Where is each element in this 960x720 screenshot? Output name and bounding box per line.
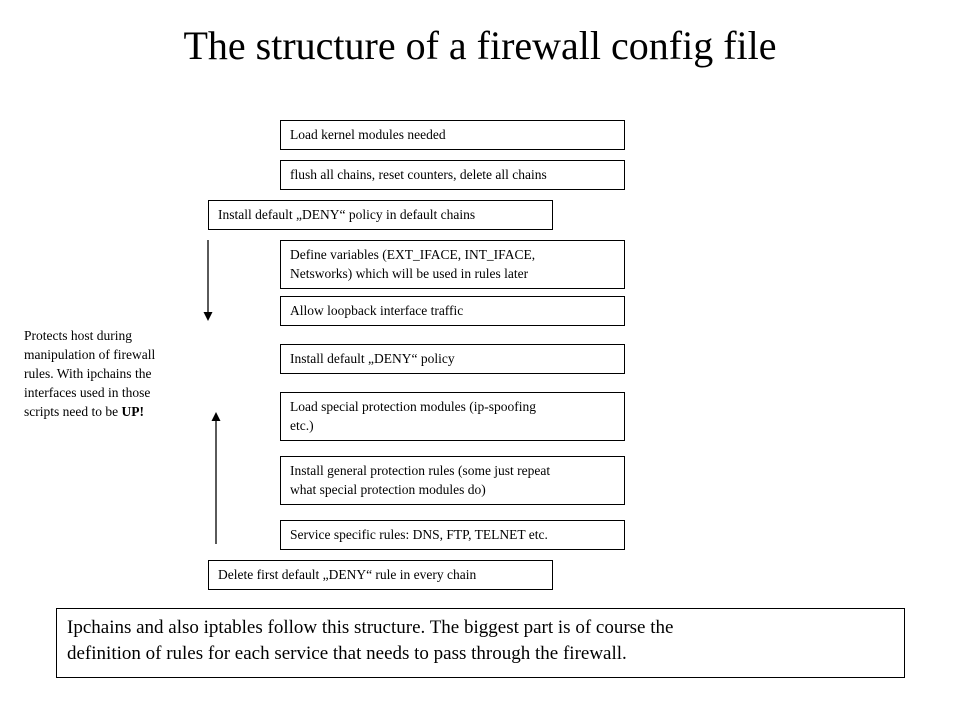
side-note-line: Protects host during <box>24 328 132 343</box>
step-allow-loopback: Allow loopback interface traffic <box>280 296 625 326</box>
step-label: flush all chains, reset counters, delete… <box>290 167 547 182</box>
step-install-default-deny-chains: Install default „DENY“ policy in default… <box>208 200 553 230</box>
summary-box: Ipchains and also iptables follow this s… <box>56 608 905 678</box>
step-define-variables: Define variables (EXT_IFACE, INT_IFACE, … <box>280 240 625 289</box>
side-note-line: scripts need to be UP! <box>24 402 199 421</box>
step-label-line2: Netsworks) which will be used in rules l… <box>290 266 529 281</box>
side-note: Protects host during manipulation of fir… <box>24 326 199 421</box>
step-flush-chains: flush all chains, reset counters, delete… <box>280 160 625 190</box>
summary-line1: Ipchains and also iptables follow this s… <box>67 617 674 638</box>
step-label: Install default „DENY“ policy <box>290 351 455 366</box>
page-title: The structure of a firewall config file <box>183 23 777 68</box>
side-note-text: scripts need to be <box>24 404 122 419</box>
side-note-line: rules. With ipchains the <box>24 366 152 381</box>
step-label-line1: Install general protection rules (some j… <box>290 463 551 478</box>
step-service-specific-rules: Service specific rules: DNS, FTP, TELNET… <box>280 520 625 550</box>
step-load-special-protection: Load special protection modules (ip-spoo… <box>280 392 625 441</box>
side-note-line: interfaces used in those <box>24 385 151 400</box>
summary-line2: definition of rules for each service tha… <box>67 643 627 664</box>
step-label-line2: what special protection modules do) <box>290 482 486 497</box>
side-note-line: manipulation of firewall <box>24 347 156 362</box>
step-label-line2: etc.) <box>290 418 314 433</box>
step-delete-default-deny: Delete first default „DENY“ rule in ever… <box>208 560 553 590</box>
step-label: Delete first default „DENY“ rule in ever… <box>218 567 477 582</box>
step-install-default-deny: Install default „DENY“ policy <box>280 344 625 374</box>
side-note-emphasis: UP! <box>121 404 144 419</box>
step-label: Allow loopback interface traffic <box>290 303 464 318</box>
step-load-kernel-modules: Load kernel modules needed <box>280 120 625 150</box>
up-arrow <box>211 412 221 544</box>
step-label-line1: Define variables (EXT_IFACE, INT_IFACE, <box>290 247 536 262</box>
step-label: Service specific rules: DNS, FTP, TELNET… <box>290 527 548 542</box>
down-arrow <box>203 240 213 321</box>
step-label: Install default „DENY“ policy in default… <box>218 207 476 222</box>
step-label: Load kernel modules needed <box>290 127 446 142</box>
step-general-protection-rules: Install general protection rules (some j… <box>280 456 625 505</box>
step-label-line1: Load special protection modules (ip-spoo… <box>290 399 536 414</box>
